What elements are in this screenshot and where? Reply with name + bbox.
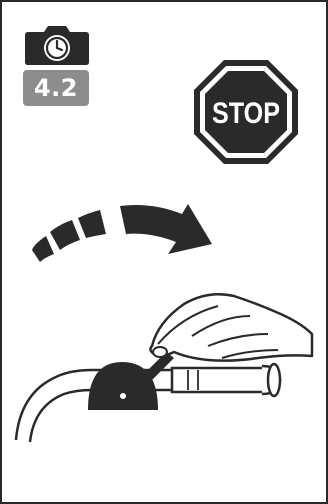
throttle-grip [172,364,280,396]
hand-turning-throttle-illustration [12,282,322,462]
stop-sign-text: STOP [212,97,280,130]
hand [150,294,312,360]
camera-timer-icon [22,22,92,66]
stop-sign-icon: STOP [192,58,300,166]
step-number-badge: 4.2 [23,70,89,106]
throttle-housing [88,352,174,410]
curved-arrow-icon [22,198,222,270]
